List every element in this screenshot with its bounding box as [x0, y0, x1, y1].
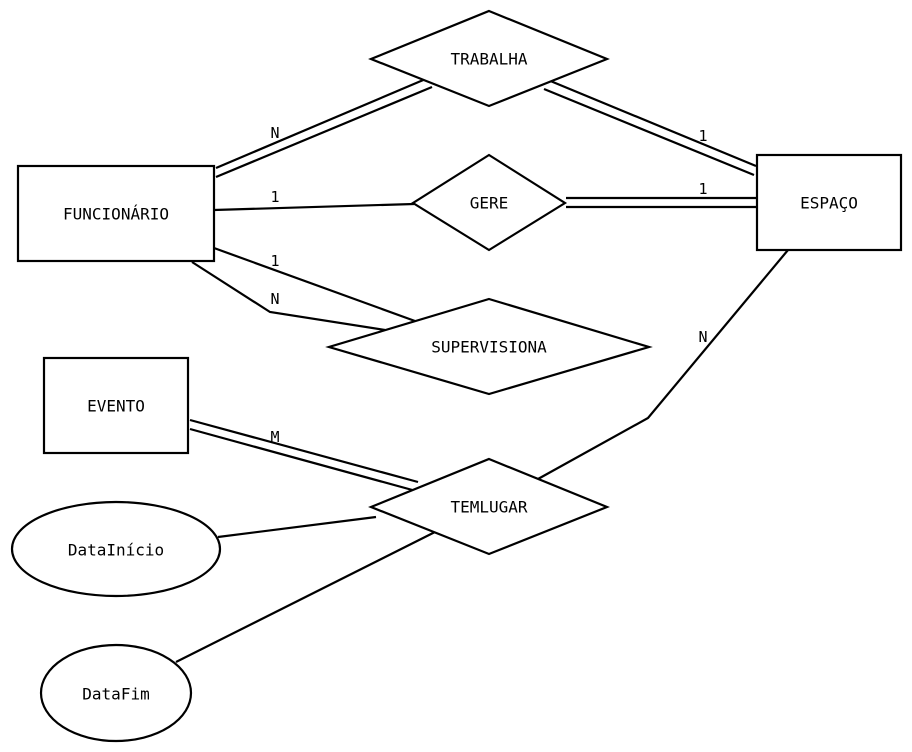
- edge-funcionario-supervisiona-top: [213, 246, 416, 323]
- attribute-ellipse: [10, 500, 222, 598]
- edge-funcionario-trabalha-1: [215, 76, 429, 170]
- cardinality-labels: N 1 1 1 1 N N M: [270, 124, 707, 446]
- edge-evento-temlugar-2: [189, 427, 417, 493]
- relationship-label: GERE: [470, 194, 509, 213]
- cardinality-funcionario-supervisiona-bottom: N: [270, 290, 279, 308]
- attribute-ellipse: [39, 643, 193, 743]
- edge-espaco-temlugar: [537, 249, 789, 480]
- entity-evento: EVENTO: [42, 356, 190, 455]
- cardinality-espaco-temlugar: N: [698, 328, 707, 346]
- cardinality-funcionario-gere: 1: [270, 188, 279, 206]
- edge-datainicio-temlugar: [217, 515, 377, 539]
- entity-label: ESPAÇO: [800, 194, 858, 213]
- cardinality-funcionario-supervisiona-top: 1: [270, 252, 279, 270]
- connections: [175, 76, 789, 663]
- relationship-diamond: [368, 9, 610, 108]
- entity-label: FUNCIONÁRIO: [63, 205, 169, 224]
- edge-trabalha-espaco-1: [547, 78, 757, 168]
- relationship-temlugar: TEMLUGAR: [368, 457, 610, 556]
- edge-funcionario-trabalha-2: [215, 85, 433, 179]
- cardinality-trabalha-espaco: 1: [698, 127, 707, 145]
- relationship-label: SUPERVISIONA: [431, 338, 547, 357]
- attribute-label: DataInício: [68, 541, 164, 560]
- relationship-diamond: [368, 457, 610, 556]
- edge-trabalha-espaco-2: [543, 87, 755, 177]
- relationship-diamond: [410, 153, 568, 252]
- edge-datafim-temlugar: [175, 531, 436, 663]
- cardinality-gere-espaco: 1: [698, 180, 707, 198]
- edge-funcionario-gere: [213, 202, 415, 212]
- entity-label: EVENTO: [87, 397, 145, 416]
- cardinality-evento-temlugar: M: [270, 428, 279, 446]
- attribute-datafim: DataFim: [39, 643, 193, 743]
- relationship-supervisiona: SUPERVISIONA: [325, 297, 653, 396]
- cardinality-funcionario-trabalha: N: [270, 124, 279, 142]
- relationship-trabalha: TRABALHA: [368, 9, 610, 108]
- entity-box: [42, 356, 190, 455]
- relationship-label: TRABALHA: [450, 50, 527, 69]
- entity-box: [755, 153, 903, 252]
- relationship-label: TEMLUGAR: [450, 498, 527, 517]
- entity-box: [16, 164, 216, 263]
- attribute-datainicio: DataInício: [10, 500, 222, 598]
- relationship-gere: GERE: [410, 153, 568, 252]
- entity-espaco: ESPAÇO: [755, 153, 903, 252]
- entity-funcionario: FUNCIONÁRIO: [16, 164, 216, 263]
- edge-evento-temlugar-1: [189, 418, 419, 484]
- relationship-diamond: [325, 297, 653, 396]
- edge-funcionario-supervisiona-bottom: [191, 261, 386, 332]
- attribute-label: DataFim: [82, 685, 149, 704]
